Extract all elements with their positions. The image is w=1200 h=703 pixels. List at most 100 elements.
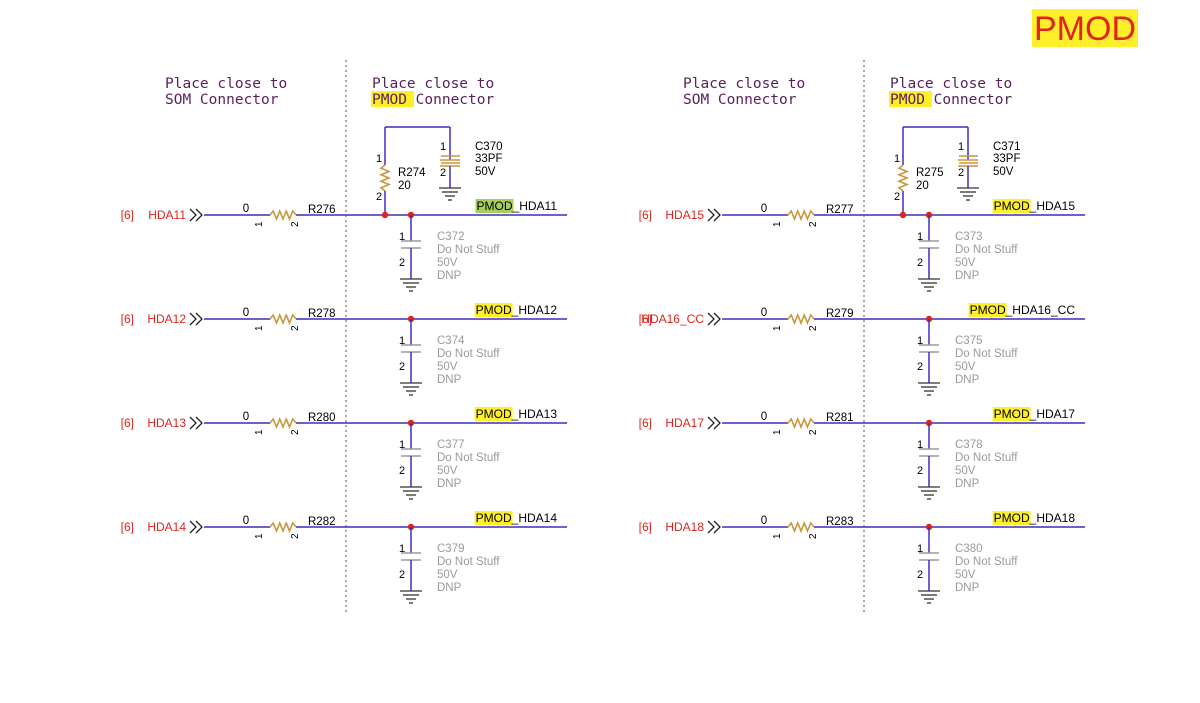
port-chevron: [195, 208, 203, 222]
port-chevron: [195, 312, 203, 326]
dnp-cap-note: Do Not Stuff: [437, 348, 500, 360]
port-chevron: [707, 416, 715, 430]
dnp-cap-ref: C374: [437, 335, 465, 347]
resistor-symbol: [269, 312, 297, 326]
dnp-cap-flag: DNP: [437, 582, 462, 594]
pin-number: 2: [917, 569, 923, 581]
pin-number: 2: [399, 361, 405, 373]
pin-number: 1: [254, 429, 265, 435]
dnp-cap-note: Do Not Stuff: [955, 244, 1018, 256]
net-label-highlight: [474, 407, 513, 421]
output-net-label: PMOD_HDA11: [475, 199, 557, 213]
output-net-label: PMOD_HDA17: [992, 407, 1076, 421]
output-net-label: PMOD_HDA12: [474, 303, 557, 317]
input-net-name: HDA18: [665, 520, 704, 534]
port-icon: [707, 208, 721, 222]
dnp-cap-note: Do Not Stuff: [955, 556, 1018, 568]
series-res-value: 0: [761, 411, 767, 423]
dnp-cap-voltage: 50V: [437, 361, 458, 373]
note-pmod-line2: PMOD Connector: [372, 92, 494, 108]
port-icon: [189, 416, 203, 430]
dnp-cap-voltage: 50V: [437, 465, 458, 477]
series-res-ref: R276: [308, 204, 336, 216]
dnp-cap-flag: DNP: [437, 374, 462, 386]
note-som-line2: SOM Connector: [165, 92, 279, 108]
series-res-value: 0: [761, 307, 767, 319]
series-res-ref: R283: [826, 516, 854, 528]
pullup-cap-value: 33PF: [993, 153, 1021, 165]
pin-number: 2: [917, 361, 923, 373]
dnp-cap-ref: C379: [437, 543, 465, 555]
pin-number: 1: [917, 231, 923, 243]
port-chevron: [707, 208, 715, 222]
series-res-ref: R281: [826, 412, 854, 424]
series-res-ref: R277: [826, 204, 854, 216]
port-icon: [707, 520, 721, 534]
resistor-symbol: [787, 312, 815, 326]
net-label-highlight: [474, 303, 513, 317]
resistor-symbol: [787, 208, 815, 222]
port-chevron: [195, 520, 203, 534]
net-label-suffix: _HDA15: [1029, 199, 1076, 213]
pullup-res-value: 20: [916, 180, 929, 192]
port-chevron: [713, 208, 721, 222]
dnp-cap-flag: DNP: [955, 374, 980, 386]
input-net-name: HDA13: [147, 416, 186, 430]
port-chevron: [189, 416, 197, 430]
dnp-cap-ref: C375: [955, 335, 983, 347]
input-net-name: HDA11: [148, 208, 186, 222]
sheet-ref: [6]: [639, 520, 652, 534]
resistor-symbol: [787, 416, 815, 430]
sheet-ref: [6]: [639, 208, 652, 222]
ground-icon: [918, 486, 940, 500]
port-chevron: [707, 520, 715, 534]
pullup-cap-value: 33PF: [475, 153, 503, 165]
net-label-suffix: _HDA14: [511, 511, 558, 525]
dnp-cap-ref: C377: [437, 439, 465, 451]
dnp-cap-flag: DNP: [955, 270, 980, 282]
sheet-ref: [6]: [121, 312, 134, 326]
resistor-symbol: [787, 520, 815, 534]
input-net-name: HDA12: [147, 312, 186, 326]
dnp-cap-voltage: 50V: [437, 569, 458, 581]
pin-number: 1: [772, 429, 783, 435]
dnp-cap-flag: DNP: [955, 478, 980, 490]
title-highlight: [1032, 9, 1138, 47]
net-label-suffix: _HDA16_CC: [1005, 303, 1076, 317]
pullup-resistor-symbol: [896, 164, 910, 192]
pin-number: 2: [440, 167, 446, 179]
output-net-label: PMOD_HDA15: [992, 199, 1076, 213]
net-label-suffix: _HDA13: [511, 407, 558, 421]
pin-number: 1: [399, 231, 405, 243]
port-icon: [189, 312, 203, 326]
input-net-name: HDA15: [665, 208, 704, 222]
note-pmod-line1: Place close to: [372, 76, 494, 92]
dnp-cap-voltage: 50V: [955, 465, 976, 477]
pullup-res-value: 20: [398, 180, 411, 192]
port-chevron: [713, 416, 721, 430]
note-som-line2: SOM Connector: [683, 92, 797, 108]
pin-number: 1: [772, 221, 783, 227]
net-label-highlight: [992, 407, 1031, 421]
net-label-highlight: [474, 511, 513, 525]
pullup-cap-ref: C370: [475, 141, 503, 153]
dnp-cap-voltage: 50V: [955, 257, 976, 269]
output-net-label: PMOD_HDA13: [474, 407, 558, 421]
net-label-suffix: _HDA17: [1029, 407, 1076, 421]
ground-icon: [400, 590, 422, 604]
series-res-ref: R280: [308, 412, 336, 424]
net-label-highlight: [968, 303, 1007, 317]
dnp-cap-ref: C372: [437, 231, 465, 243]
pin-number: 1: [772, 533, 783, 539]
sheet-ref: [6]: [639, 312, 652, 326]
pin-number: 2: [808, 429, 819, 435]
pin-number: 1: [399, 543, 405, 555]
pin-number: 1: [399, 439, 405, 451]
